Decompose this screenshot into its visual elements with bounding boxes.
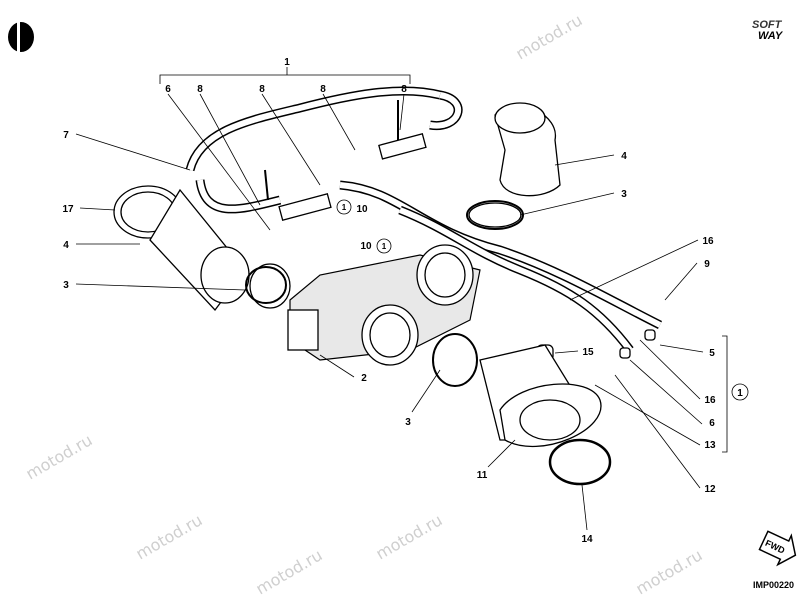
left-intake-boot bbox=[113, 185, 291, 312]
assembly-bracket-top bbox=[159, 67, 411, 84]
callout-17: 17 bbox=[62, 204, 74, 215]
assembly-bracket-right bbox=[722, 335, 728, 453]
callout-3: 3 bbox=[405, 417, 411, 428]
callout-6: 6 bbox=[165, 84, 171, 95]
watermark-text: motod.ru bbox=[253, 545, 326, 598]
callout-8: 8 bbox=[197, 84, 203, 95]
watermark-text: motod.ru bbox=[23, 430, 96, 483]
callout-8: 8 bbox=[401, 84, 407, 95]
callout-3: 3 bbox=[621, 189, 627, 200]
callout-4: 4 bbox=[621, 151, 627, 162]
callout-16: 16 bbox=[704, 395, 716, 406]
callout-14: 14 bbox=[581, 534, 593, 545]
callout-16: 16 bbox=[702, 236, 714, 247]
forward-arrow-icon: FWD bbox=[758, 530, 797, 567]
callout-ref-1: 1 bbox=[382, 242, 387, 251]
callout-1: 1 bbox=[284, 57, 290, 68]
callout-8: 8 bbox=[259, 84, 265, 95]
callout-10: 10 bbox=[360, 241, 372, 252]
callout-13: 13 bbox=[704, 440, 716, 451]
callout-ref-1: 1 bbox=[737, 388, 743, 399]
callout-7: 7 bbox=[63, 130, 69, 141]
logo-line-2: WAY bbox=[758, 30, 783, 42]
leader-lines bbox=[75, 93, 704, 531]
callout-labels: 1 6 8 8 8 8 7 17 4 3 1 10 10 1 4 3 16 9 … bbox=[62, 57, 743, 545]
watermark-text: motod.ru bbox=[513, 10, 586, 63]
callout-2: 2 bbox=[361, 373, 367, 384]
callout-10: 10 bbox=[356, 204, 368, 215]
vacuum-hoses bbox=[185, 86, 663, 353]
callout-9: 9 bbox=[704, 259, 710, 270]
drawing-code: IMP00220 bbox=[752, 580, 794, 590]
callout-ref-1: 1 bbox=[342, 203, 347, 212]
callout-5: 5 bbox=[709, 348, 715, 359]
watermark-text: motod.ru bbox=[633, 545, 706, 598]
callout-8: 8 bbox=[320, 84, 326, 95]
right-intake-elbow bbox=[468, 102, 561, 228]
callout-3: 3 bbox=[63, 280, 69, 291]
reference-circles bbox=[336, 199, 749, 401]
logo-line-1: SOFT bbox=[752, 19, 782, 31]
callout-15: 15 bbox=[582, 347, 594, 358]
throttle-body bbox=[287, 244, 481, 366]
softway-logo: SOFT WAY bbox=[752, 20, 782, 42]
callout-6: 6 bbox=[709, 418, 715, 429]
intake-manifold-flange bbox=[479, 344, 612, 486]
fuel-fittings bbox=[264, 100, 427, 222]
callout-12: 12 bbox=[704, 484, 716, 495]
watermark-text: motod.ru bbox=[133, 510, 206, 563]
callout-11: 11 bbox=[477, 470, 488, 481]
watermark-text: motod.ru bbox=[373, 510, 446, 563]
brand-mark-icon bbox=[8, 20, 34, 54]
callout-4: 4 bbox=[63, 240, 69, 251]
